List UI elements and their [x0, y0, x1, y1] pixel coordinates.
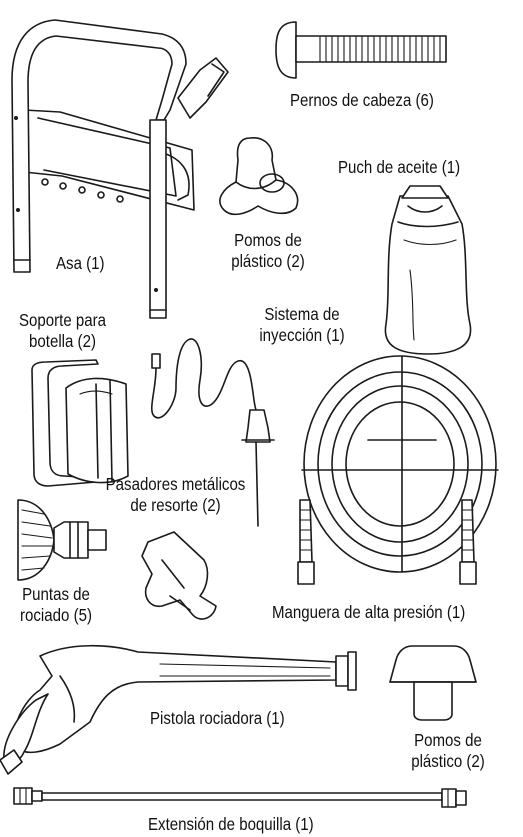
spray-tips-label-line-1: Puntas de — [22, 584, 90, 604]
plastic-knobs-label-2-line-1: Pomos de — [414, 730, 482, 750]
plastic-knobs-label-2: Pomos de plástico (2) — [400, 730, 496, 772]
injection-system-label: Sistema de inyección (1) — [250, 304, 353, 346]
injection-system-illustration — [150, 338, 275, 527]
spray-gun-illustration — [0, 644, 357, 775]
injection-system-label-line-1: Sistema de — [264, 304, 340, 324]
injection-system-label-line-2: inyección (1) — [259, 325, 345, 345]
head-bolts-label: Pernos de cabeza (6) — [290, 90, 434, 110]
plastic-knob-illustration — [219, 137, 299, 216]
spring-pin-illustration — [141, 531, 217, 620]
hose-illustration — [297, 355, 499, 585]
plastic-knobs-label-1-line-2: plástico (2) — [231, 251, 305, 271]
plastic-knobs-label-1: Pomos de plástico (2) — [216, 230, 319, 272]
spring-pins-label-line-1: Pasadores metálicos — [105, 474, 246, 494]
hose-label: Manguera de alta presión (1) — [272, 602, 466, 622]
bottle-holder-label: Soporte para botella (2) — [9, 310, 117, 352]
nozzle-extension-illustration — [13, 787, 467, 808]
oil-pouch-illustration — [384, 185, 472, 355]
plastic-knobs-label-2-line-2: plástico (2) — [411, 751, 485, 771]
bottle-holder-label-line-1: Soporte para — [18, 310, 107, 330]
handle-label: Asa (1) — [56, 253, 105, 273]
spray-tips-label-line-2: rociado (5) — [20, 605, 92, 625]
bottle-holder-label-line-2: botella (2) — [29, 331, 96, 351]
bottle-holder-illustration — [31, 359, 129, 487]
head-bolt-illustration — [275, 21, 447, 79]
spray-tip-illustration — [17, 499, 107, 581]
plastic-knob-round-illustration — [389, 645, 477, 721]
oil-pouch-label: Puch de aceite (1) — [338, 157, 461, 177]
spray-gun-label: Pistola rociadora (1) — [150, 708, 285, 728]
nozzle-extension-label: Extensión de boquilla (1) — [148, 814, 314, 834]
handle-illustration — [11, 19, 229, 319]
spray-tips-label: Puntas de rociado (5) — [13, 584, 99, 626]
spring-pins-label: Pasadores metálicos de resorte (2) — [100, 474, 251, 516]
spring-pins-label-line-2: de resorte (2) — [130, 495, 221, 515]
plastic-knobs-label-1-line-1: Pomos de — [234, 230, 302, 250]
